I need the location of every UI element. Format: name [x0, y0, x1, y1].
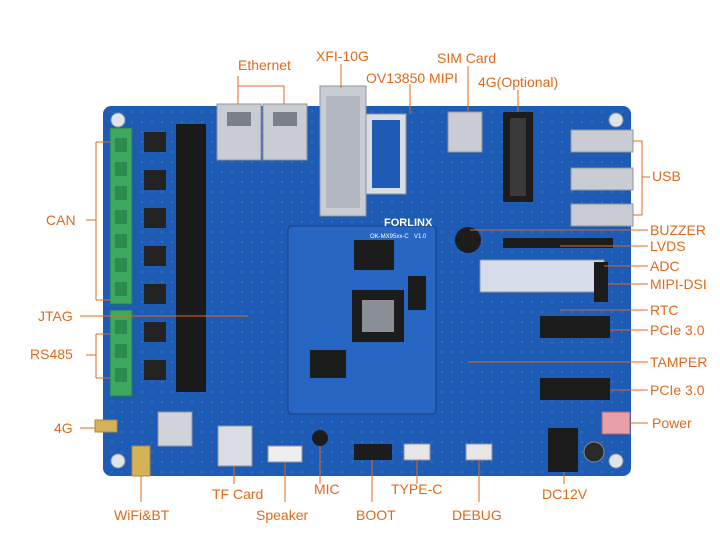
buzzer	[455, 227, 481, 253]
bottom-connectors	[217, 425, 493, 467]
label-rs485: RS485	[30, 346, 73, 362]
label-dc12v: DC12V	[542, 486, 588, 502]
label-power: Power	[652, 415, 692, 431]
label-rtc: RTC	[650, 302, 679, 318]
label-buzzer: BUZZER	[650, 222, 706, 238]
label-usb: USB	[652, 168, 681, 184]
label-xfi: XFI-10G	[316, 48, 369, 64]
ov13850-connector	[365, 113, 407, 195]
label-pcie-2: PCIe 3.0	[650, 382, 705, 398]
mpcie-slot	[503, 112, 533, 202]
label-4g-optional: 4G(Optional)	[478, 74, 559, 90]
usb-ports	[570, 129, 634, 227]
label-debug: DEBUG	[452, 507, 502, 523]
som-module	[287, 225, 437, 415]
label-sim: SIM Card	[437, 50, 497, 66]
callout-lines	[80, 64, 650, 502]
label-boot: BOOT	[356, 507, 396, 523]
left-transceivers	[144, 124, 206, 392]
ethernet-jacks	[216, 103, 308, 161]
wifi-module	[94, 411, 193, 477]
label-can: CAN	[46, 212, 76, 228]
label-adc: ADC	[650, 258, 680, 274]
label-speaker: Speaker	[256, 507, 309, 523]
pcie-slots	[540, 316, 610, 400]
xfi-cage	[319, 85, 367, 217]
brand-text: FORLINX	[384, 217, 433, 229]
sim-slot	[447, 111, 483, 153]
model-text: OK-MX95xx-C	[370, 234, 409, 240]
label-jtag: JTAG	[38, 308, 73, 324]
label-tamper: TAMPER	[650, 354, 708, 370]
label-pcie-1: PCIe 3.0	[650, 322, 705, 338]
label-lvds: LVDS	[650, 238, 686, 254]
lvds-adc-headers	[479, 238, 613, 302]
label-wifi-bt: WiFi&BT	[114, 507, 170, 523]
label-4g: 4G	[54, 420, 73, 436]
label-ethernet: Ethernet	[238, 57, 291, 73]
label-mipi-dsi: MIPI-DSI	[650, 276, 707, 292]
power-parts	[548, 411, 631, 472]
label-type-c: TYPE-C	[391, 481, 443, 497]
label-tf-card: TF Card	[212, 486, 264, 502]
label-mic: MIC	[314, 481, 340, 497]
terminal-blocks	[109, 127, 133, 397]
version-text: V1.0	[414, 234, 427, 240]
label-ov13850: OV13850 MIPI	[366, 70, 458, 86]
